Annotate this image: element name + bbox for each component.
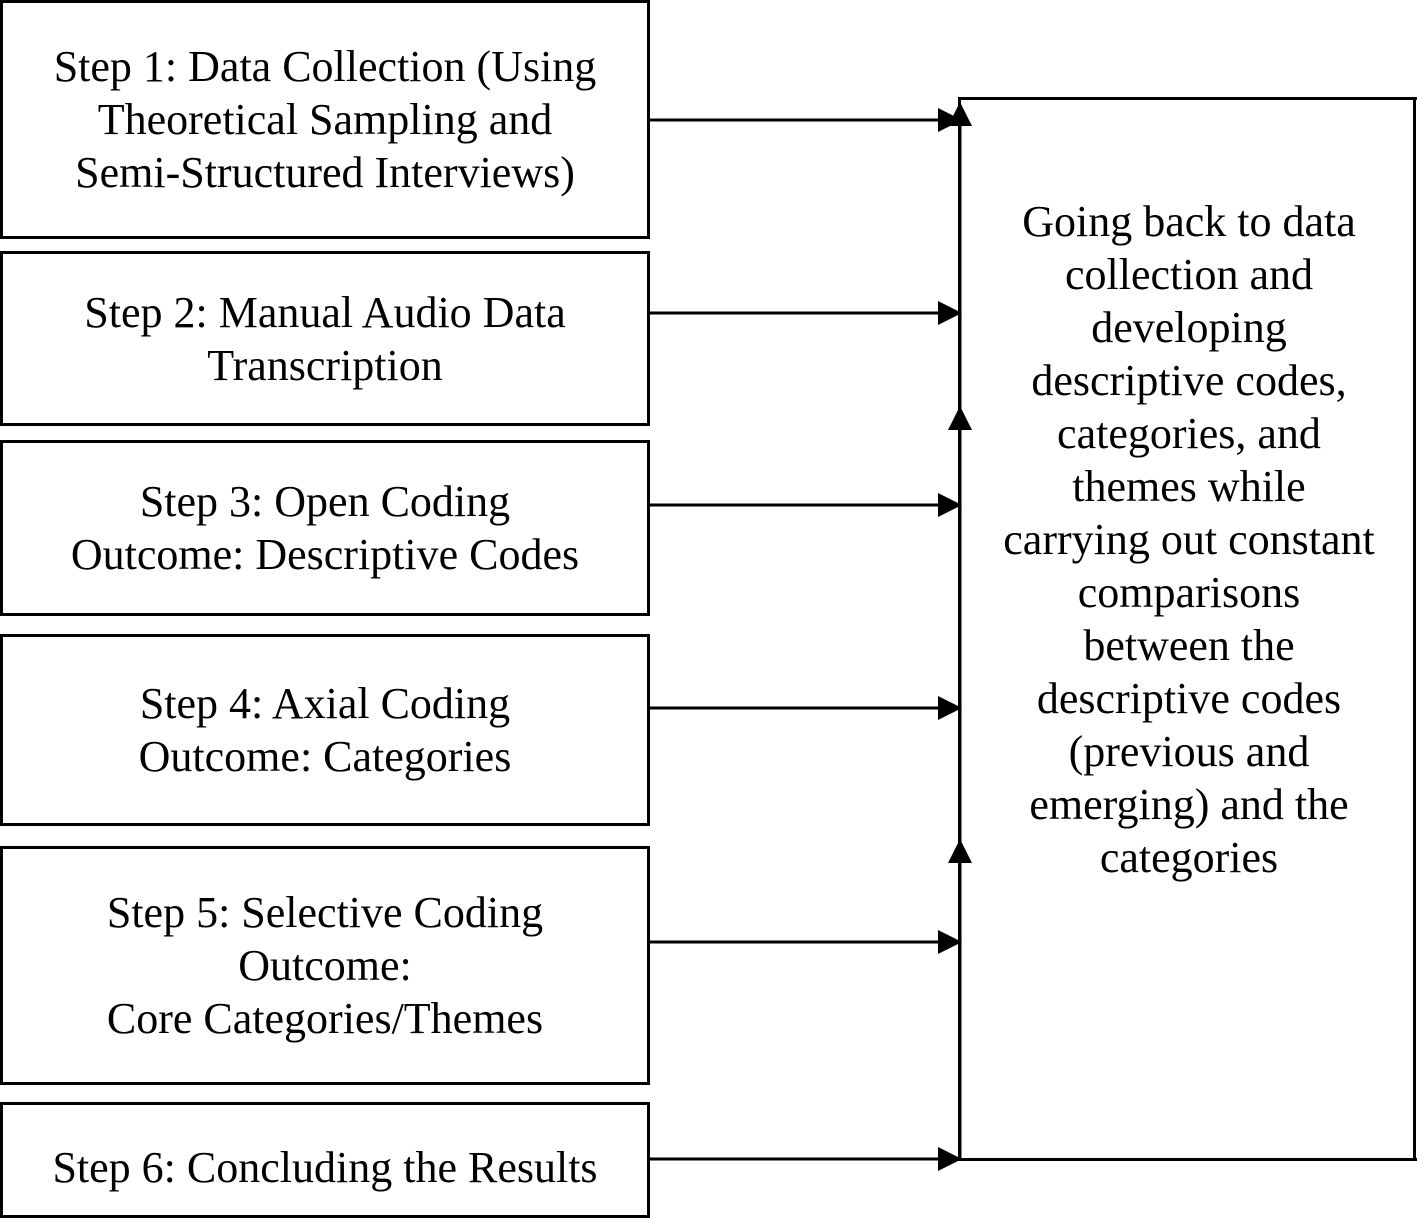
iterative-loop-label: Going back to data collection and develo… (1003, 196, 1375, 882)
step-2-box: Step 2: Manual Audio Data Transcription (0, 251, 650, 426)
step-1-box: Step 1: Data Collection (Using Theoretic… (0, 0, 650, 239)
step-3-box: Step 3: Open Coding Outcome: Descriptive… (0, 440, 650, 616)
step-6-label: Step 6: Concluding the Results (52, 1143, 598, 1192)
step-3-label: Step 3: Open Coding Outcome: Descriptive… (70, 477, 580, 579)
step-5-label: Step 5: Selective Coding Outcome: Core C… (106, 888, 544, 1043)
step-4-box: Step 4: Axial Coding Outcome: Categories (0, 634, 650, 826)
step-4-label: Step 4: Axial Coding Outcome: Categories (138, 679, 512, 781)
step-1-label: Step 1: Data Collection (Using Theoretic… (53, 42, 597, 197)
iterative-loop-box: Going back to data collection and develo… (958, 97, 1417, 1161)
loop-box-right-edge (1413, 97, 1416, 1161)
step-5-box: Step 5: Selective Coding Outcome: Core C… (0, 846, 650, 1085)
step-6-box: Step 6: Concluding the Results (0, 1102, 650, 1218)
step-2-label: Step 2: Manual Audio Data Transcription (84, 287, 566, 390)
